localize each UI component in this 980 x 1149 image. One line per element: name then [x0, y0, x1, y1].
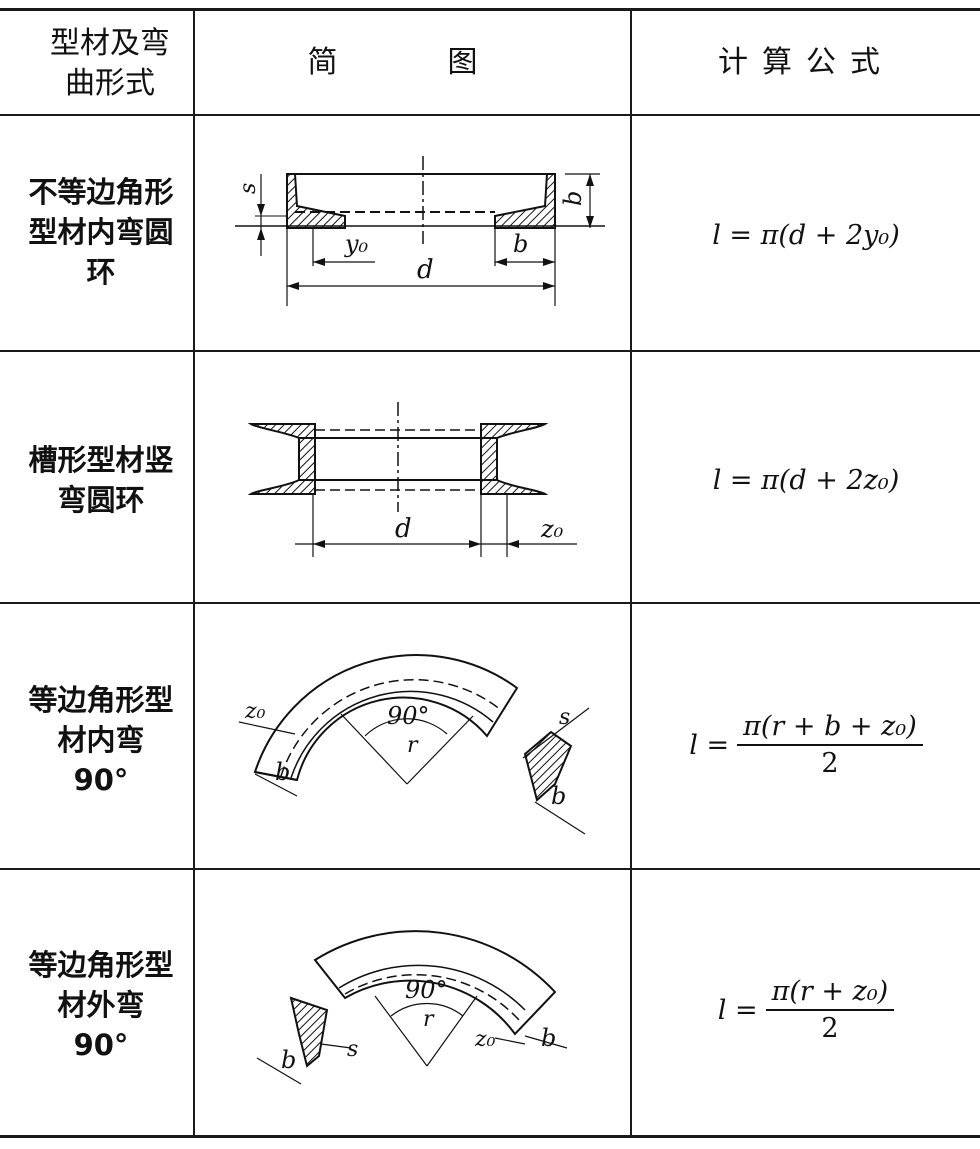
row-divider: [0, 350, 980, 352]
formula-text: l = π(d + 2y₀): [712, 219, 900, 251]
label-r: r: [423, 1007, 435, 1032]
formula-cell: l = π(r + z₀) 2: [632, 965, 980, 1055]
formula-denominator: 2: [821, 748, 839, 779]
header-formula: 计算公式: [632, 11, 980, 114]
formula-fraction: π(r + z₀) 2: [765, 976, 895, 1044]
row-divider: [0, 868, 980, 870]
label-b-bottom: b: [513, 230, 528, 258]
label-b-right: b: [541, 1024, 556, 1052]
formula-text: l = π(d + 2z₀): [712, 464, 900, 496]
formula-fraction: π(r + b + z₀) 2: [737, 711, 923, 779]
label-z0: z₀: [474, 1027, 496, 1052]
diagram-unequal-angle-ring: d y₀ b b s: [235, 156, 605, 306]
formula-fraction-line: l = π(r + z₀) 2: [717, 976, 895, 1044]
table-top-border: [0, 8, 980, 11]
row-name-text: 不等边角形型材内弯圆环: [28, 175, 174, 289]
row-name-text: 槽形型材竖弯圆环: [28, 443, 174, 517]
label-z0: z₀: [540, 515, 564, 543]
row-name: 不等边角形型材内弯圆环: [20, 152, 182, 312]
label-d: d: [417, 255, 434, 285]
row-name: 等边角形型材外弯 90°: [20, 945, 182, 1065]
formula-fraction-line: l = π(r + b + z₀) 2: [689, 711, 923, 779]
row-name: 槽形型材竖弯圆环: [20, 420, 182, 540]
diagram-equal-angle-inner-bend: 90° r z₀ b s b: [238, 654, 590, 835]
formula-numerator: π(r + b + z₀): [737, 711, 923, 746]
formula-lhs: l =: [717, 994, 758, 1026]
label-90deg: 90°: [405, 976, 448, 1004]
formula-cell: l = π(d + 2y₀): [632, 200, 980, 270]
header-diagram-text: 简 图: [307, 44, 518, 80]
label-s: s: [236, 183, 261, 194]
formula-numerator: π(r + z₀): [765, 976, 895, 1011]
diagram-channel-ring: d z₀: [247, 402, 577, 557]
column-divider: [193, 8, 195, 1138]
row-name: 等边角形型材内弯 90°: [20, 680, 182, 800]
label-z0: z₀: [244, 699, 266, 724]
formula-cell: l = π(r + b + z₀) 2: [632, 700, 980, 790]
header-divider: [0, 114, 980, 116]
label-y0: y₀: [344, 230, 369, 258]
label-r: r: [407, 733, 419, 758]
label-b-left: b: [281, 1046, 296, 1074]
label-90deg: 90°: [387, 702, 430, 730]
header-profile-type: 型材及弯曲形式: [40, 20, 180, 108]
label-b-left: b: [275, 758, 290, 786]
header-profile-type-text: 型材及弯曲形式: [50, 26, 170, 101]
header-formula-text: 计算公式: [718, 44, 894, 80]
label-s: s: [559, 705, 570, 730]
label-d: d: [395, 514, 412, 544]
formula-denominator: 2: [821, 1013, 839, 1044]
label-s: s: [347, 1037, 358, 1062]
row-name-text: 等边角形型材内弯 90°: [28, 683, 174, 797]
diagram-equal-angle-outer-bend: 90° r z₀ b b s: [256, 930, 568, 1085]
label-b-side: b: [559, 191, 587, 206]
label-b-right: b: [551, 782, 566, 810]
row-divider: [0, 602, 980, 604]
row-name-text: 等边角形型材外弯 90°: [28, 948, 174, 1062]
formula-lhs: l =: [689, 729, 730, 761]
formula-cell: l = π(d + 2z₀): [632, 445, 980, 515]
header-diagram: 简 图: [195, 11, 630, 114]
column-divider: [630, 8, 632, 1138]
table-bottom-border: [0, 1135, 980, 1138]
